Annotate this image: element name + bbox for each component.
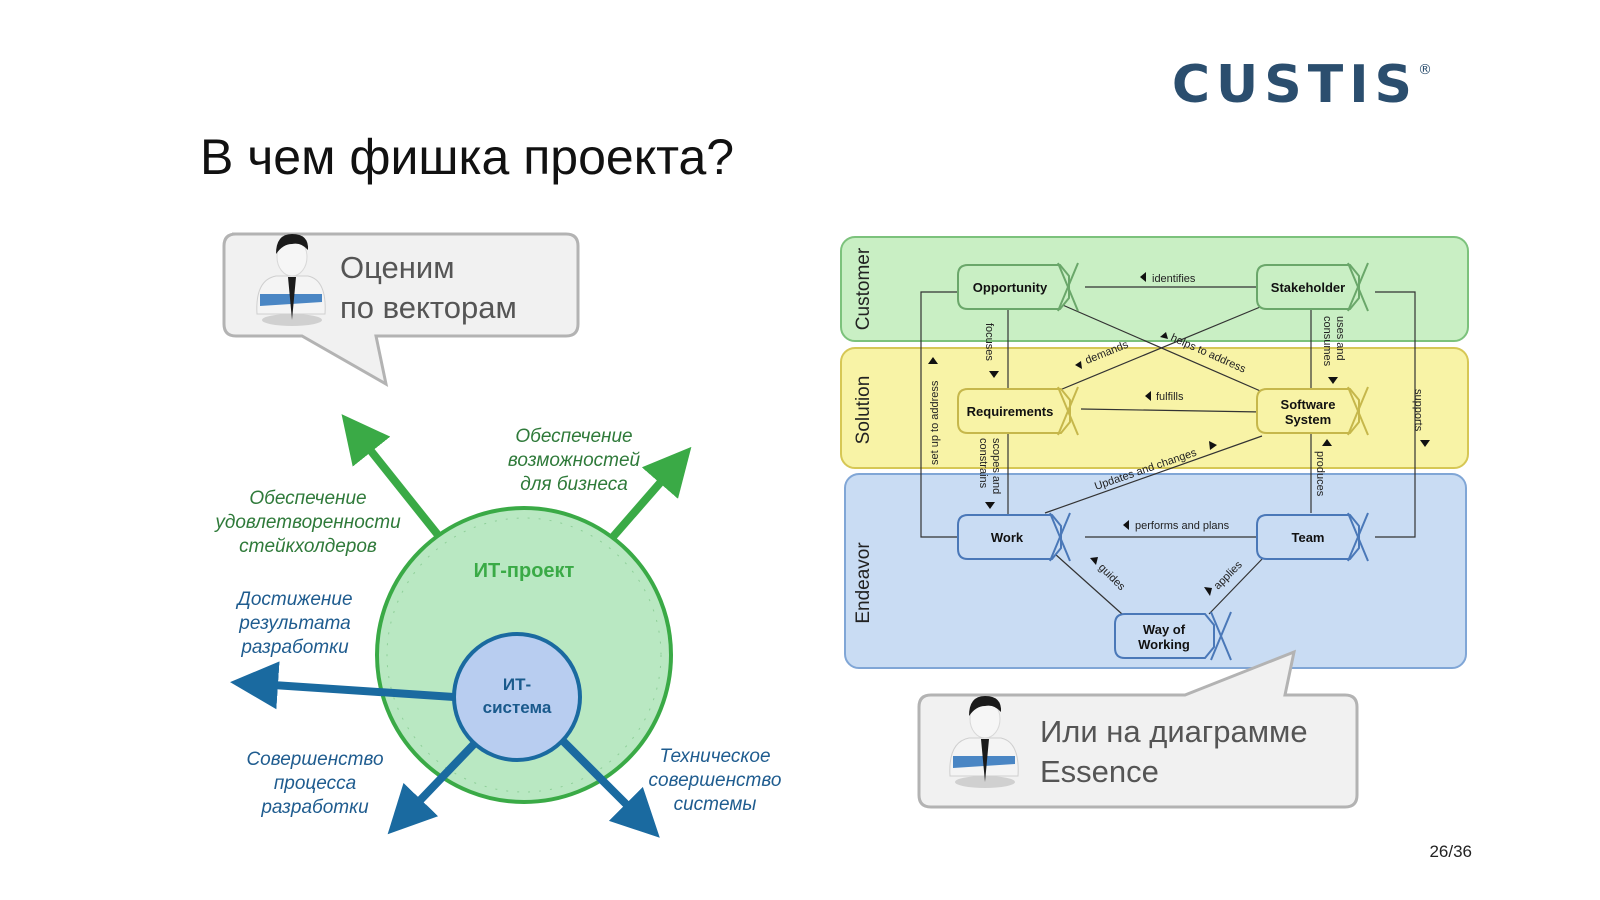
alpha-stakeholder-label: Stakeholder [1271,280,1345,295]
vector-label-stakeholders: Обеспечение удовлетворенности стейкхолде… [213,488,401,557]
page-number: 26/36 [1429,842,1472,861]
arrow-stakeholders [341,414,442,538]
relation-supports: supports [1412,389,1424,432]
person-icon [949,696,1019,788]
vector-label-process: Совершенство процесса разработки [246,749,383,818]
vector-label-line: совершенство [649,770,782,791]
area-label-solution: Solution [853,376,874,445]
vector-label-line: возможностей [508,450,641,471]
it-system-label-1: ИТ- [503,675,531,694]
left-bubble-line-2: по векторам [340,290,517,325]
relation-scopes-and-constrains-1: scopes and [990,438,1002,494]
it-project-label: ИТ-проект [474,560,575,582]
vector-label-line: стейкхолдеров [239,536,377,557]
alpha-software-system-label-2: System [1285,412,1331,427]
right-bubble-line-2: Essence [1040,754,1159,789]
vector-label-line: разработки [240,637,349,658]
alpha-requirements[interactable]: Requirements [957,386,1079,436]
relation-set-up-to-address: set up to address [929,380,941,465]
vector-label-business: Обеспечение возможностей для бизнеса [508,426,641,495]
vector-label-dev-result: Достижение результата разработки [235,589,352,658]
logo-text: CUSTIS [1171,55,1418,115]
area-label-customer: Customer [853,247,874,330]
slide-title: В чем фишка проекта? [200,129,735,185]
it-project-inner-ring [386,517,662,793]
vector-label-line: удовлетворенности [213,512,401,533]
alpha-way-of-working-label-1: Way of [1143,622,1186,637]
relation-produces: produces [1314,451,1326,497]
alpha-work[interactable]: Work [957,512,1071,562]
alpha-stakeholder[interactable]: Stakeholder [1256,262,1369,312]
arrow-technical [559,737,660,838]
relation-fulfills: fulfills [1156,391,1184,403]
essence-relation-arrows [928,272,1430,596]
it-system-circle [452,632,582,762]
alpha-way-of-working-label-2: Working [1138,637,1190,652]
alpha-software-system-label-1: Software [1281,397,1336,412]
arrow-dev-result [230,661,455,710]
essence-connectors [920,286,1416,615]
area-label-endeavor: Endeavor [853,542,874,624]
vector-label-line: разработки [260,797,369,818]
arrow-process [387,740,478,835]
relation-scopes-and-constrains-2: constrains [977,438,989,489]
alpha-team[interactable]: Team [1256,512,1369,562]
alpha-opportunity[interactable]: Opportunity [957,262,1079,312]
alpha-requirements-label: Requirements [967,404,1054,419]
vector-label-line: системы [674,794,757,815]
alpha-work-label: Work [991,530,1024,545]
alpha-team-label: Team [1292,530,1325,545]
alpha-software-system[interactable]: Software System [1256,386,1369,436]
right-bubble-text: Или на диаграмме Essence [1040,712,1308,792]
vector-label-line: Техническое [659,746,770,767]
vector-label-line: результата [238,613,350,634]
vector-label-line: для бизнеса [520,474,628,495]
vector-label-line: Обеспечение [249,488,366,509]
registered-mark: ® [1418,61,1432,78]
vector-label-line: Совершенство [246,749,383,770]
relation-performs-and-plans: performs and plans [1135,520,1230,532]
left-bubble-line-1: Оценим [340,250,455,285]
relation-focuses: focuses [983,323,995,361]
relation-uses-and-consumes-1: uses and [1334,316,1346,361]
alpha-opportunity-label: Opportunity [973,280,1048,295]
arrow-business [608,446,692,541]
right-bubble-line-1: Или на диаграмме [1040,714,1308,749]
vector-label-line: Обеспечение [515,426,632,447]
person-icon [256,234,326,326]
left-bubble-text: Оценим по векторам [340,248,517,328]
relation-identifies: identifies [1152,273,1196,285]
vector-label-line: Достижение [235,589,352,610]
vector-label-technical: Техническое совершенство системы [649,746,782,815]
custis-logo: CUSTIS® [1172,55,1432,115]
relation-uses-and-consumes-2: consumes [1321,316,1333,367]
vector-label-line: процесса [274,773,356,794]
alpha-way-of-working[interactable]: Way of Working [1114,611,1232,661]
it-system-label-2: система [483,698,552,717]
